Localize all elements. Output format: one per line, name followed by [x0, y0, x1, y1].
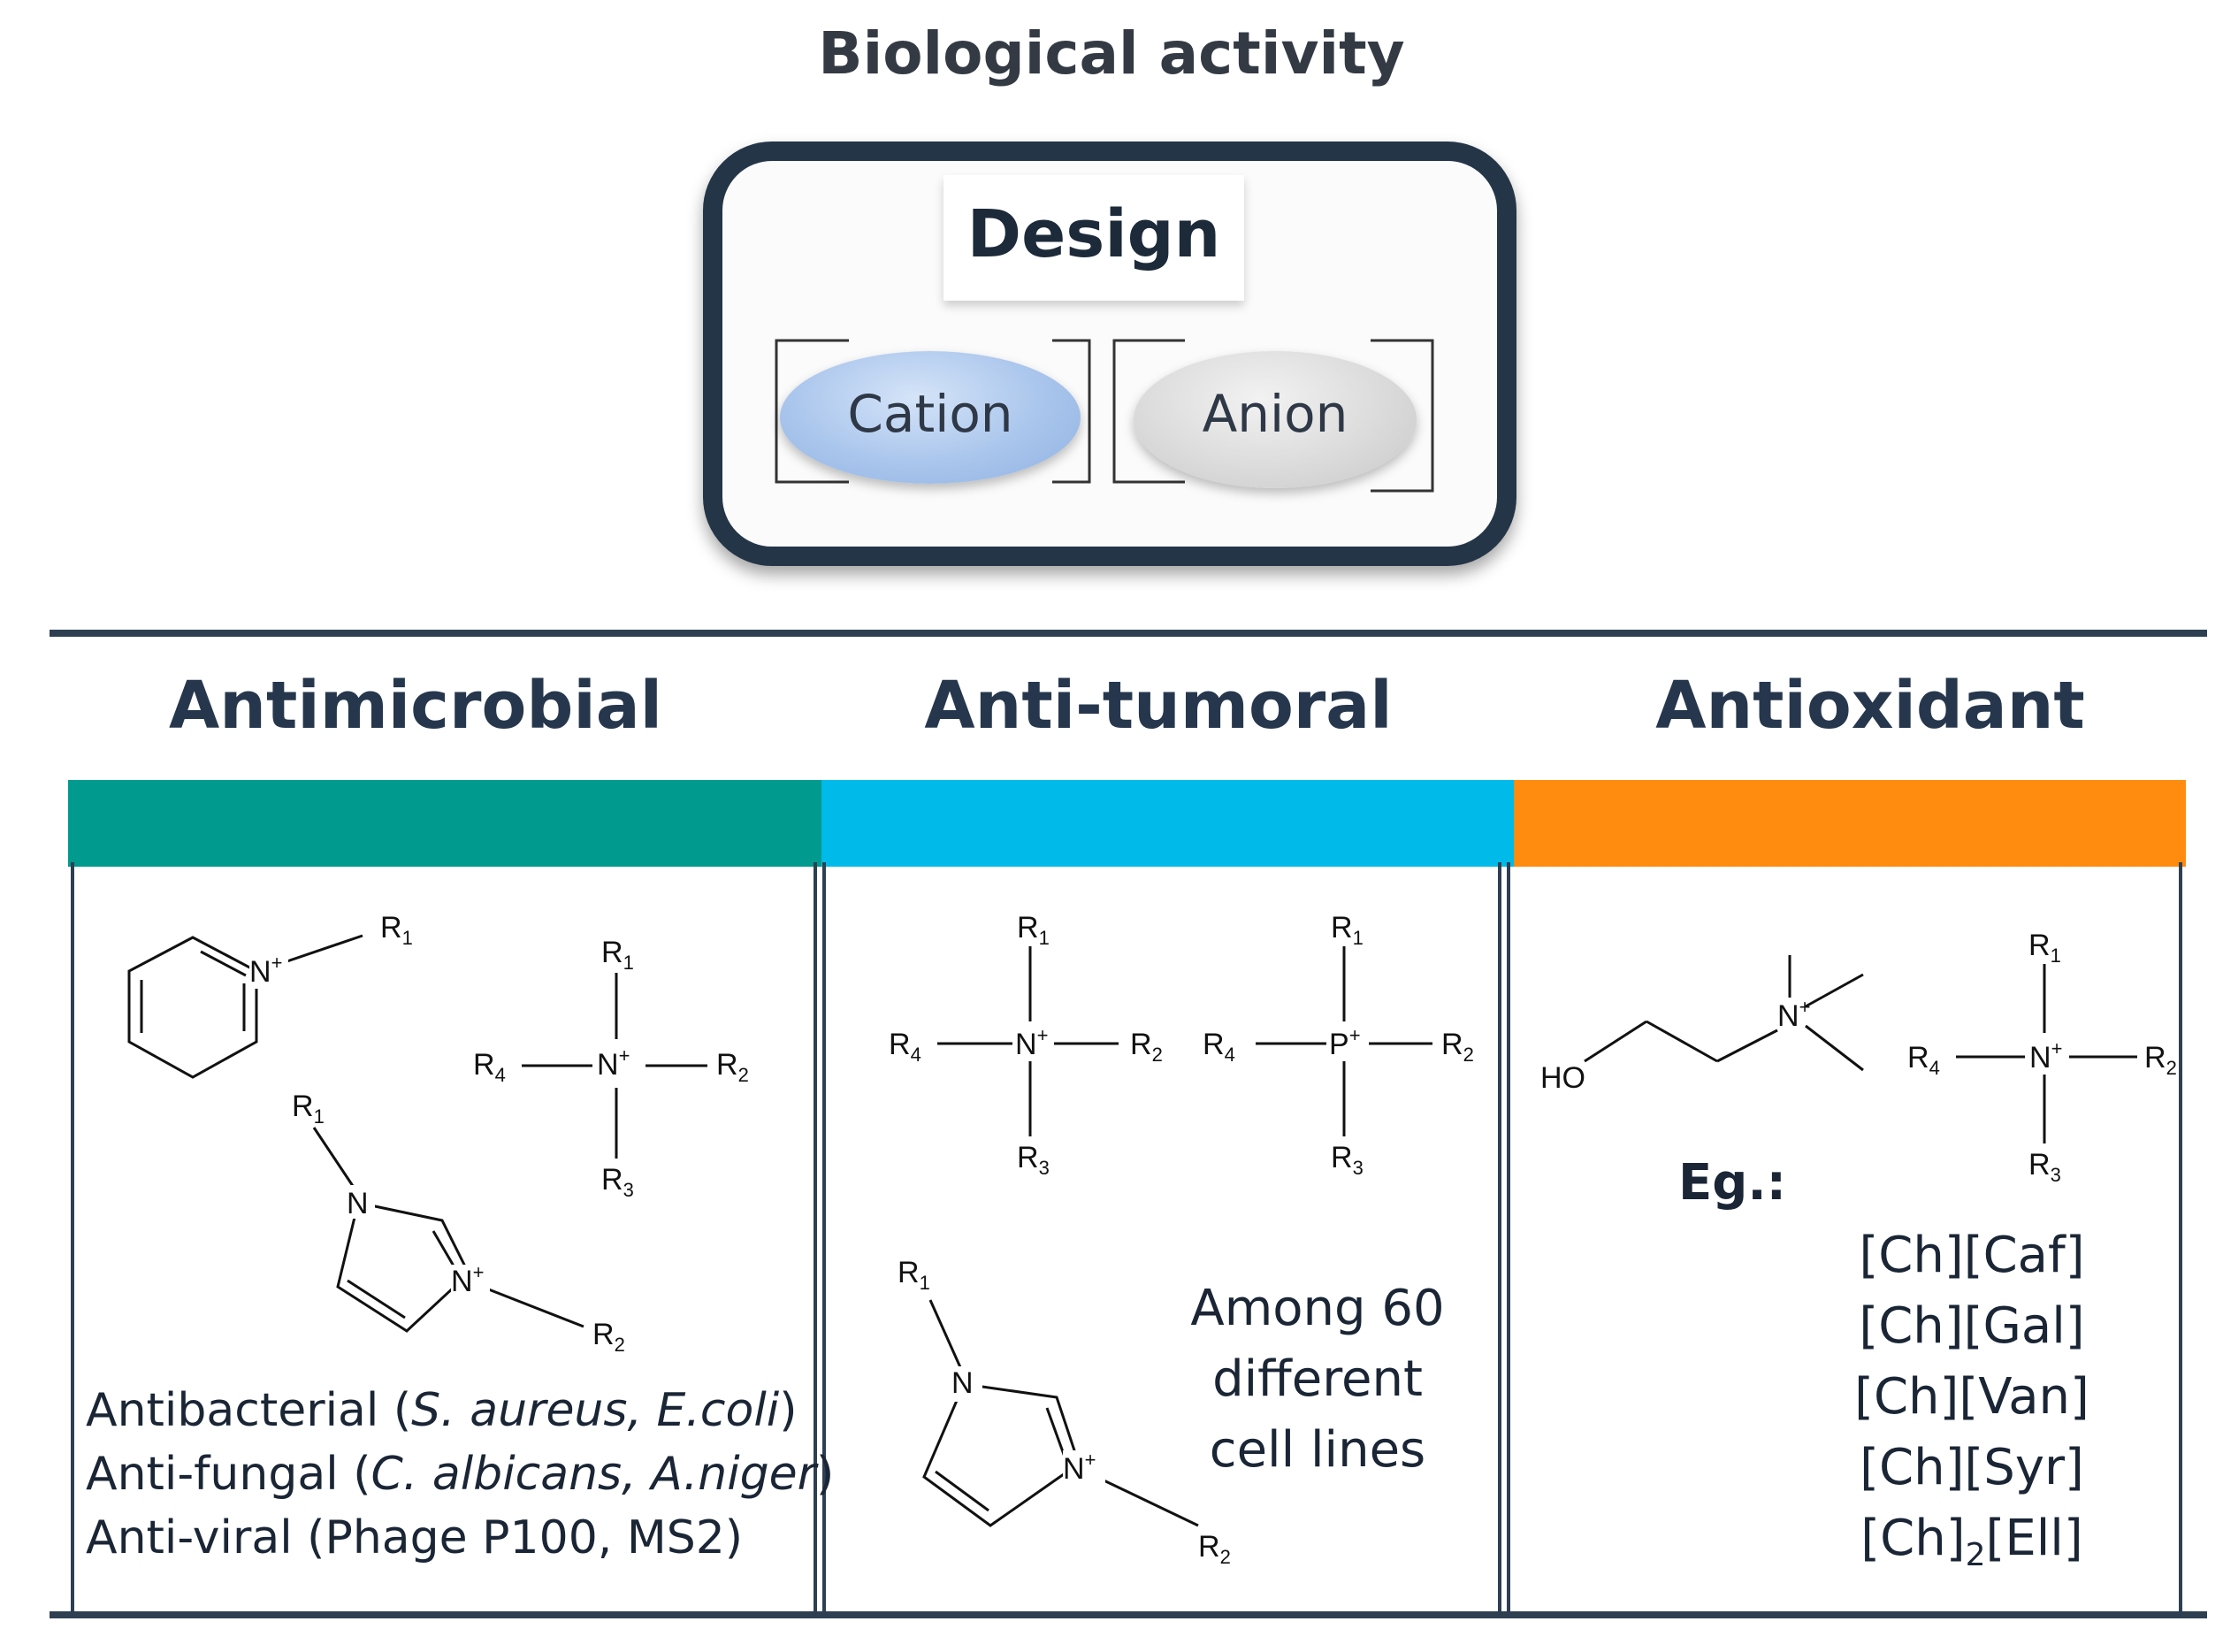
page-title: Biological activity	[818, 19, 1405, 88]
antimicrobial-line-1: Antibacterial (S. aureus, E.coli)	[86, 1384, 798, 1437]
heading-anti-tumoral: Anti-tumoral	[924, 668, 1393, 744]
svg-text:R2: R2	[1441, 1028, 1474, 1066]
design-label-card	[943, 175, 1244, 301]
bar-antioxidant	[1514, 780, 2186, 867]
svg-text:R3: R3	[2028, 1148, 2061, 1186]
anion-oval	[1134, 351, 1417, 488]
example-ch-caf: [Ch][Caf]	[1859, 1227, 2085, 1284]
antimicrobial-structures: N+ R1 R1 R4 N+ R2 R3 R1 N N+ R2	[127, 911, 749, 1356]
design-brackets	[775, 339, 1434, 493]
heading-antioxidant: Antioxidant	[1655, 668, 2085, 744]
svg-text:R1: R1	[898, 1256, 930, 1294]
svg-text:R1: R1	[292, 1090, 325, 1128]
cation-label: Cation	[847, 384, 1013, 444]
antioxidant-structures: HO N+ R1 R4 N+ R2 R3	[1540, 929, 2177, 1186]
svg-text:R4: R4	[473, 1048, 506, 1086]
antioxidant-examples: [Ch][Caf] [Ch][Gal] [Ch][Van] [Ch][Syr] …	[1839, 1220, 2105, 1591]
svg-text:R1: R1	[601, 936, 634, 974]
top-divider	[50, 630, 2207, 637]
svg-text:R4: R4	[1907, 1041, 1940, 1079]
anion-label: Anion	[1202, 384, 1348, 444]
note-line-2: different	[1212, 1350, 1423, 1408]
svg-text:N+: N+	[1777, 996, 1810, 1033]
svg-text:R4: R4	[1203, 1028, 1235, 1066]
svg-text:N: N	[951, 1366, 974, 1400]
svg-text:R2: R2	[1130, 1028, 1163, 1066]
svg-text:N: N	[347, 1187, 369, 1220]
note-line-3: cell lines	[1209, 1421, 1426, 1479]
svg-text:P+: P+	[1329, 1024, 1361, 1061]
example-ch2-ell: [Ch]2[Ell]	[1860, 1510, 2083, 1574]
svg-text:R1: R1	[1017, 911, 1050, 949]
svg-text:N+: N+	[1063, 1449, 1096, 1486]
svg-text:R3: R3	[1331, 1141, 1364, 1179]
design-label: Design	[966, 196, 1221, 272]
svg-text:R4: R4	[889, 1028, 921, 1066]
svg-text:R1: R1	[1331, 911, 1364, 949]
bar-anti-tumoral	[821, 780, 1514, 867]
cation-oval	[780, 351, 1081, 484]
heading-antimicrobial: Antimicrobial	[169, 668, 662, 744]
anti-tumoral-note: Among 60 different cell lines	[1150, 1273, 1486, 1486]
svg-text:R1: R1	[380, 911, 413, 949]
svg-text:N+: N+	[1015, 1024, 1048, 1061]
example-ch-syr: [Ch][Syr]	[1860, 1439, 2084, 1496]
svg-text:R2: R2	[716, 1048, 749, 1086]
note-line-1: Among 60	[1190, 1280, 1445, 1337]
antimicrobial-line-3: Anti-viral (Phage P100, MS2)	[86, 1511, 744, 1564]
column-frames	[71, 862, 2182, 1614]
svg-text:R3: R3	[1017, 1141, 1050, 1179]
svg-text:R2: R2	[1198, 1530, 1231, 1568]
bar-antimicrobial	[68, 780, 821, 867]
svg-text:HO: HO	[1540, 1061, 1585, 1095]
svg-text:N+: N+	[2029, 1037, 2062, 1075]
example-ch-gal: [Ch][Gal]	[1859, 1297, 2085, 1355]
svg-text:R2: R2	[2144, 1041, 2177, 1079]
svg-text:R2: R2	[592, 1318, 625, 1356]
antioxidant-eg-label: Eg.:	[1678, 1154, 1787, 1212]
svg-text:R3: R3	[601, 1163, 634, 1201]
svg-text:N+: N+	[597, 1044, 630, 1082]
svg-text:R1: R1	[2028, 929, 2061, 967]
antimicrobial-line-2: Anti-fungal (C. albicans, A.niger)	[86, 1448, 835, 1501]
bottom-divider	[50, 1611, 2207, 1618]
anti-tumoral-structures: R1 R4 N+ R2 R3 R1 R4 P+ R2 R3 R1 N N+ R2	[889, 911, 1474, 1568]
example-ch-van: [Ch][Van]	[1854, 1368, 2089, 1426]
